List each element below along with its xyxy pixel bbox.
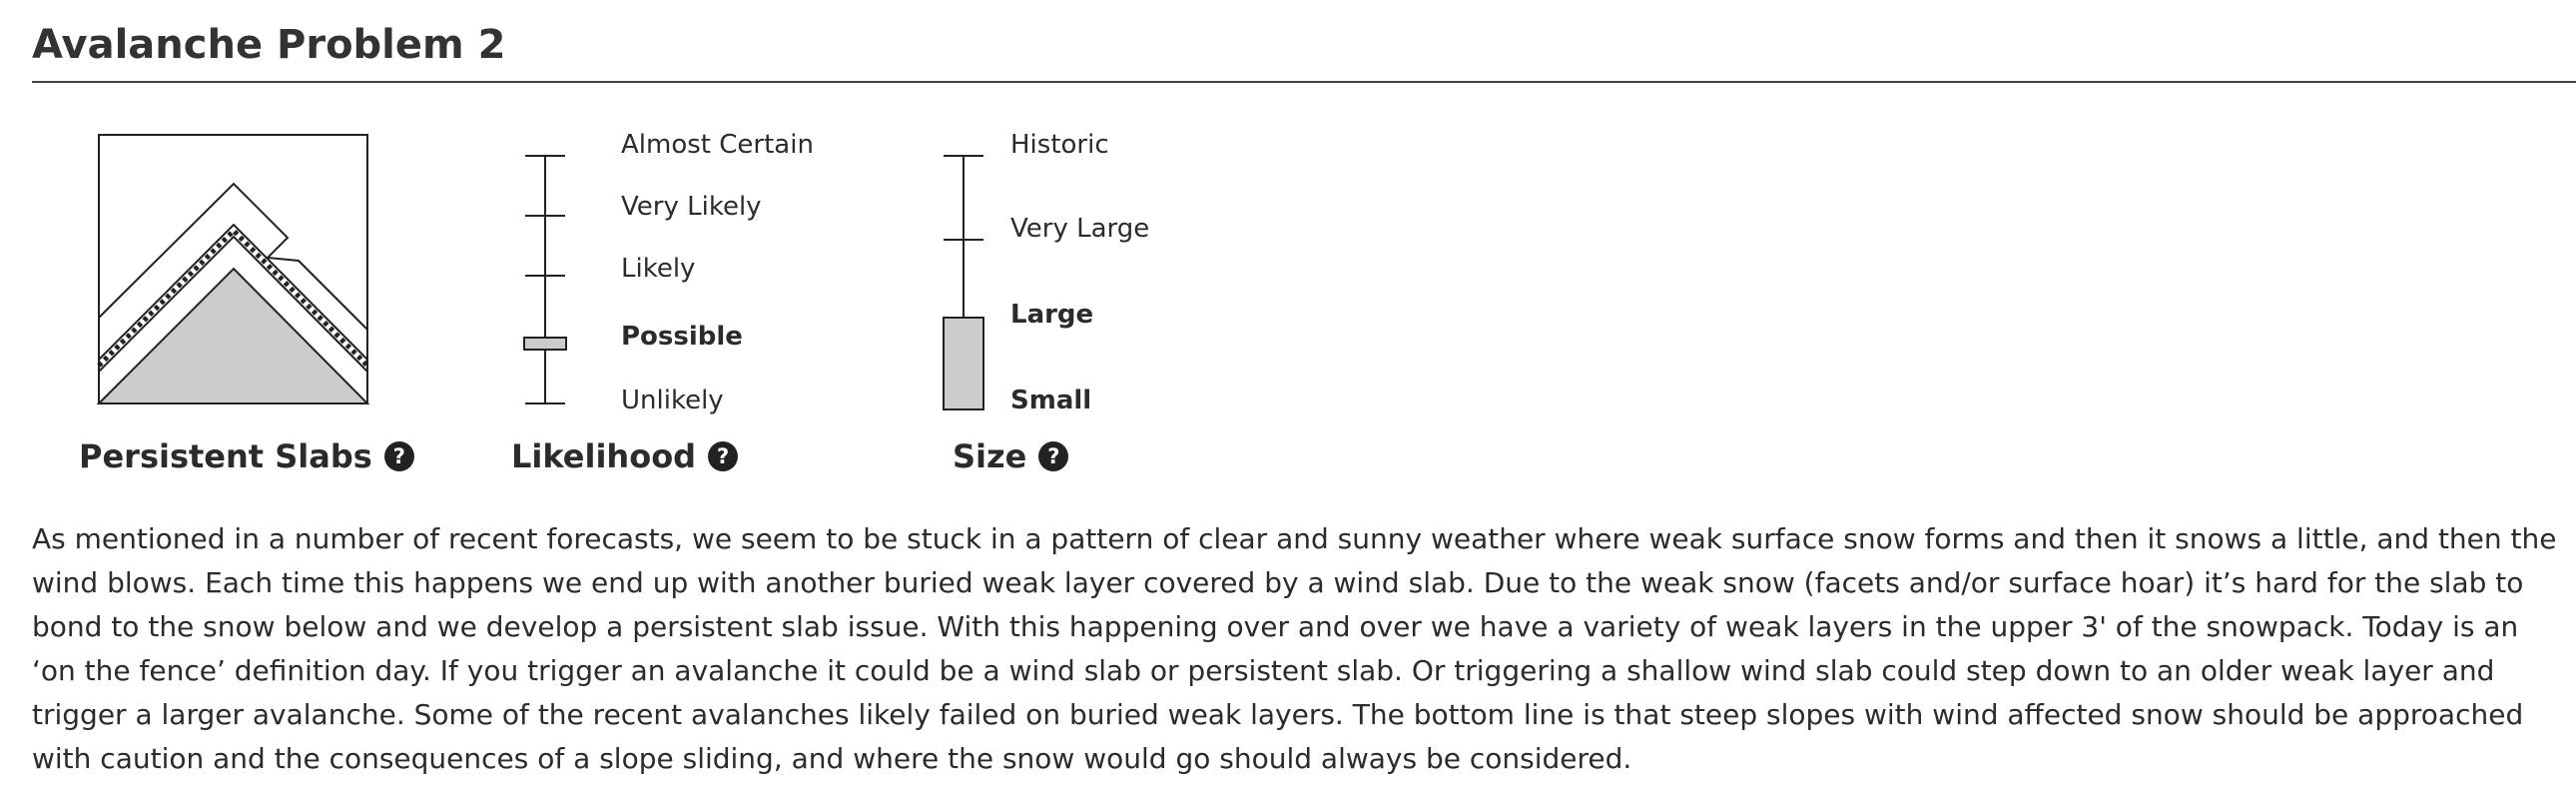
problem-type-caption: Persistent Slabs ? [79,437,414,475]
persistent-slab-icon [96,134,370,404]
likelihood-level: Almost Certain [621,130,814,160]
problem-type-panel [96,134,370,405]
likelihood-marker [523,337,567,351]
likelihood-caption: Likelihood ? [511,437,739,475]
title-divider [32,81,2576,83]
help-icon[interactable]: ? [1038,441,1069,471]
likelihood-level: Unlikely [621,386,724,415]
size-scale-graphic [943,155,984,410]
size-scale: Historic Very Large Large Small [919,130,1238,419]
size-level: Historic [1010,130,1109,160]
size-caption: Size ? [953,437,1069,475]
likelihood-level: Very Likely [621,192,762,222]
page-title: Avalanche Problem 2 [32,22,506,68]
problem-description: As mentioned in a number of recent forec… [32,522,2557,775]
likelihood-level-selected: Possible [621,322,743,352]
size-range-marker [943,317,984,410]
size-level-selected: Large [1010,300,1094,330]
size-label: Size [953,437,1027,475]
help-icon[interactable]: ? [383,441,414,471]
size-level: Very Large [1010,214,1150,244]
likelihood-level: Likely [621,254,696,284]
size-level-selected: Small [1010,386,1092,415]
likelihood-scale-graphic [523,155,567,404]
likelihood-scale: Almost Certain Very Likely Likely Possib… [499,130,829,419]
problem-type-label: Persistent Slabs [79,437,372,475]
help-icon[interactable]: ? [708,441,739,471]
likelihood-label: Likelihood [511,437,697,475]
